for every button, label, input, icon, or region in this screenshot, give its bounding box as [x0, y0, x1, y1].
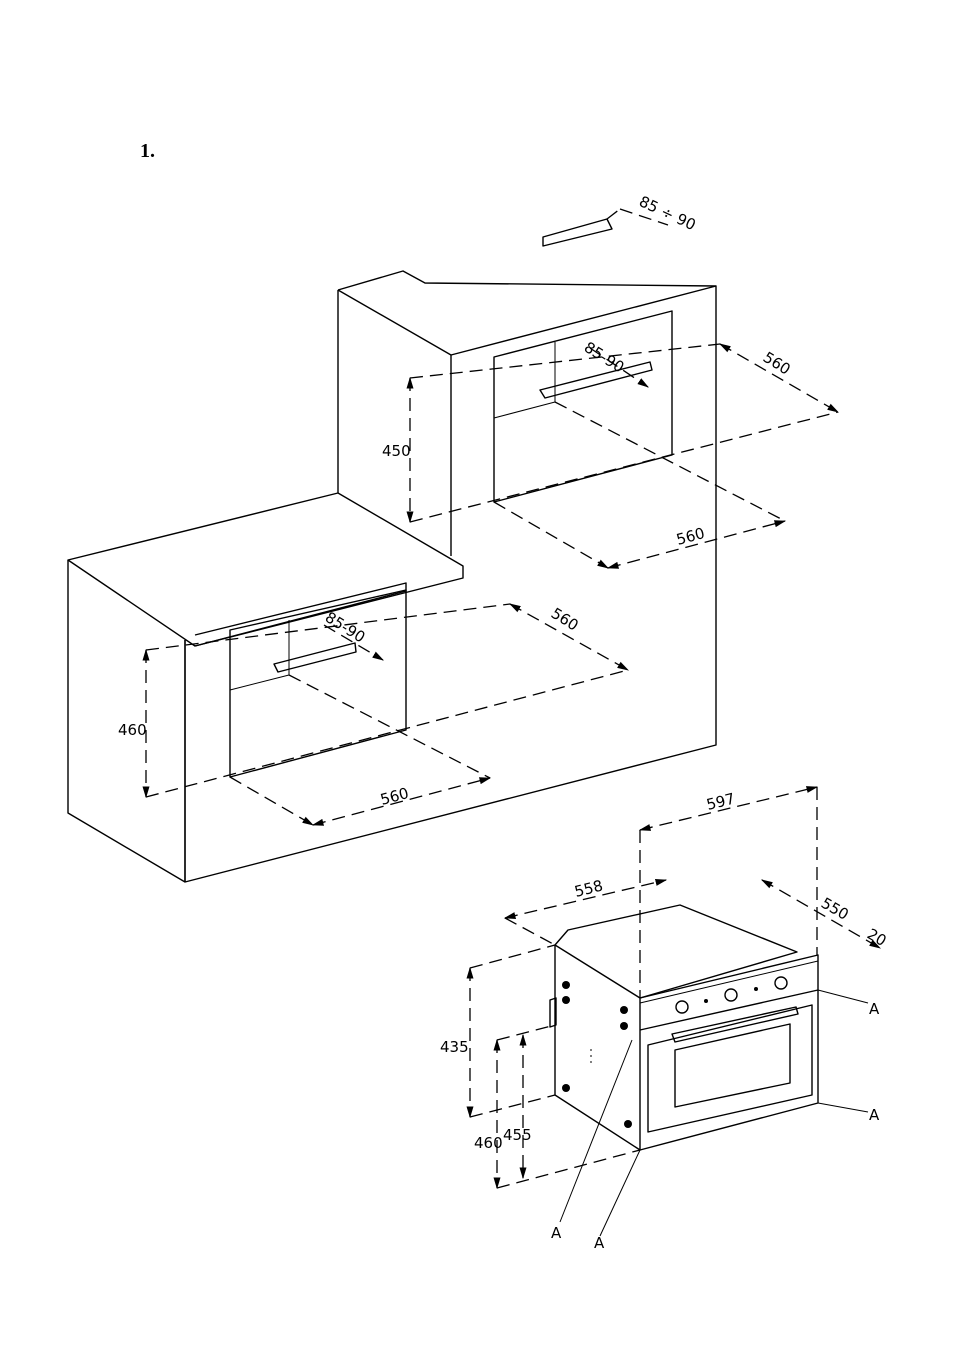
step-number: 1.	[140, 140, 155, 162]
dimension-labels: 85 ÷ 90 85-90 560 560 450 85-90 560 560 …	[118, 192, 890, 1152]
dim-oven-height: 435	[440, 1038, 469, 1056]
dim-upper-vent: 85-90	[581, 338, 628, 376]
dim-lower-depth: 560	[548, 604, 582, 634]
dimension-lines	[142, 208, 882, 1237]
dim-lower-height: 460	[118, 721, 147, 739]
upper-cabinet	[184, 218, 717, 883]
dim-oven-body-width: 558	[573, 876, 605, 900]
dim-oven-front-offset: 20	[864, 925, 890, 950]
dim-lower-vent: 85-90	[322, 608, 369, 646]
dim-upper-depth: 560	[760, 348, 794, 378]
dim-upper-gap: 85 ÷ 90	[636, 192, 698, 234]
built-in-oven	[549, 904, 819, 1151]
dim-oven-height-trim: 460	[474, 1134, 503, 1152]
dim-lower-width: 560	[378, 784, 410, 809]
dim-upper-height: 450	[382, 442, 411, 460]
dim-oven-body-height: 455	[503, 1126, 532, 1144]
dim-upper-width: 560	[674, 524, 706, 549]
label-a-left: A	[551, 1224, 562, 1242]
label-a-bottom: A	[869, 1106, 880, 1124]
label-a-top: A	[869, 1000, 880, 1018]
label-a-center: A	[594, 1234, 605, 1252]
dim-oven-overall-width: 597	[705, 789, 737, 813]
fixing-point-labels: A A A A	[551, 1000, 880, 1252]
dim-oven-depth: 550	[818, 894, 852, 924]
lower-cabinet	[67, 492, 464, 883]
